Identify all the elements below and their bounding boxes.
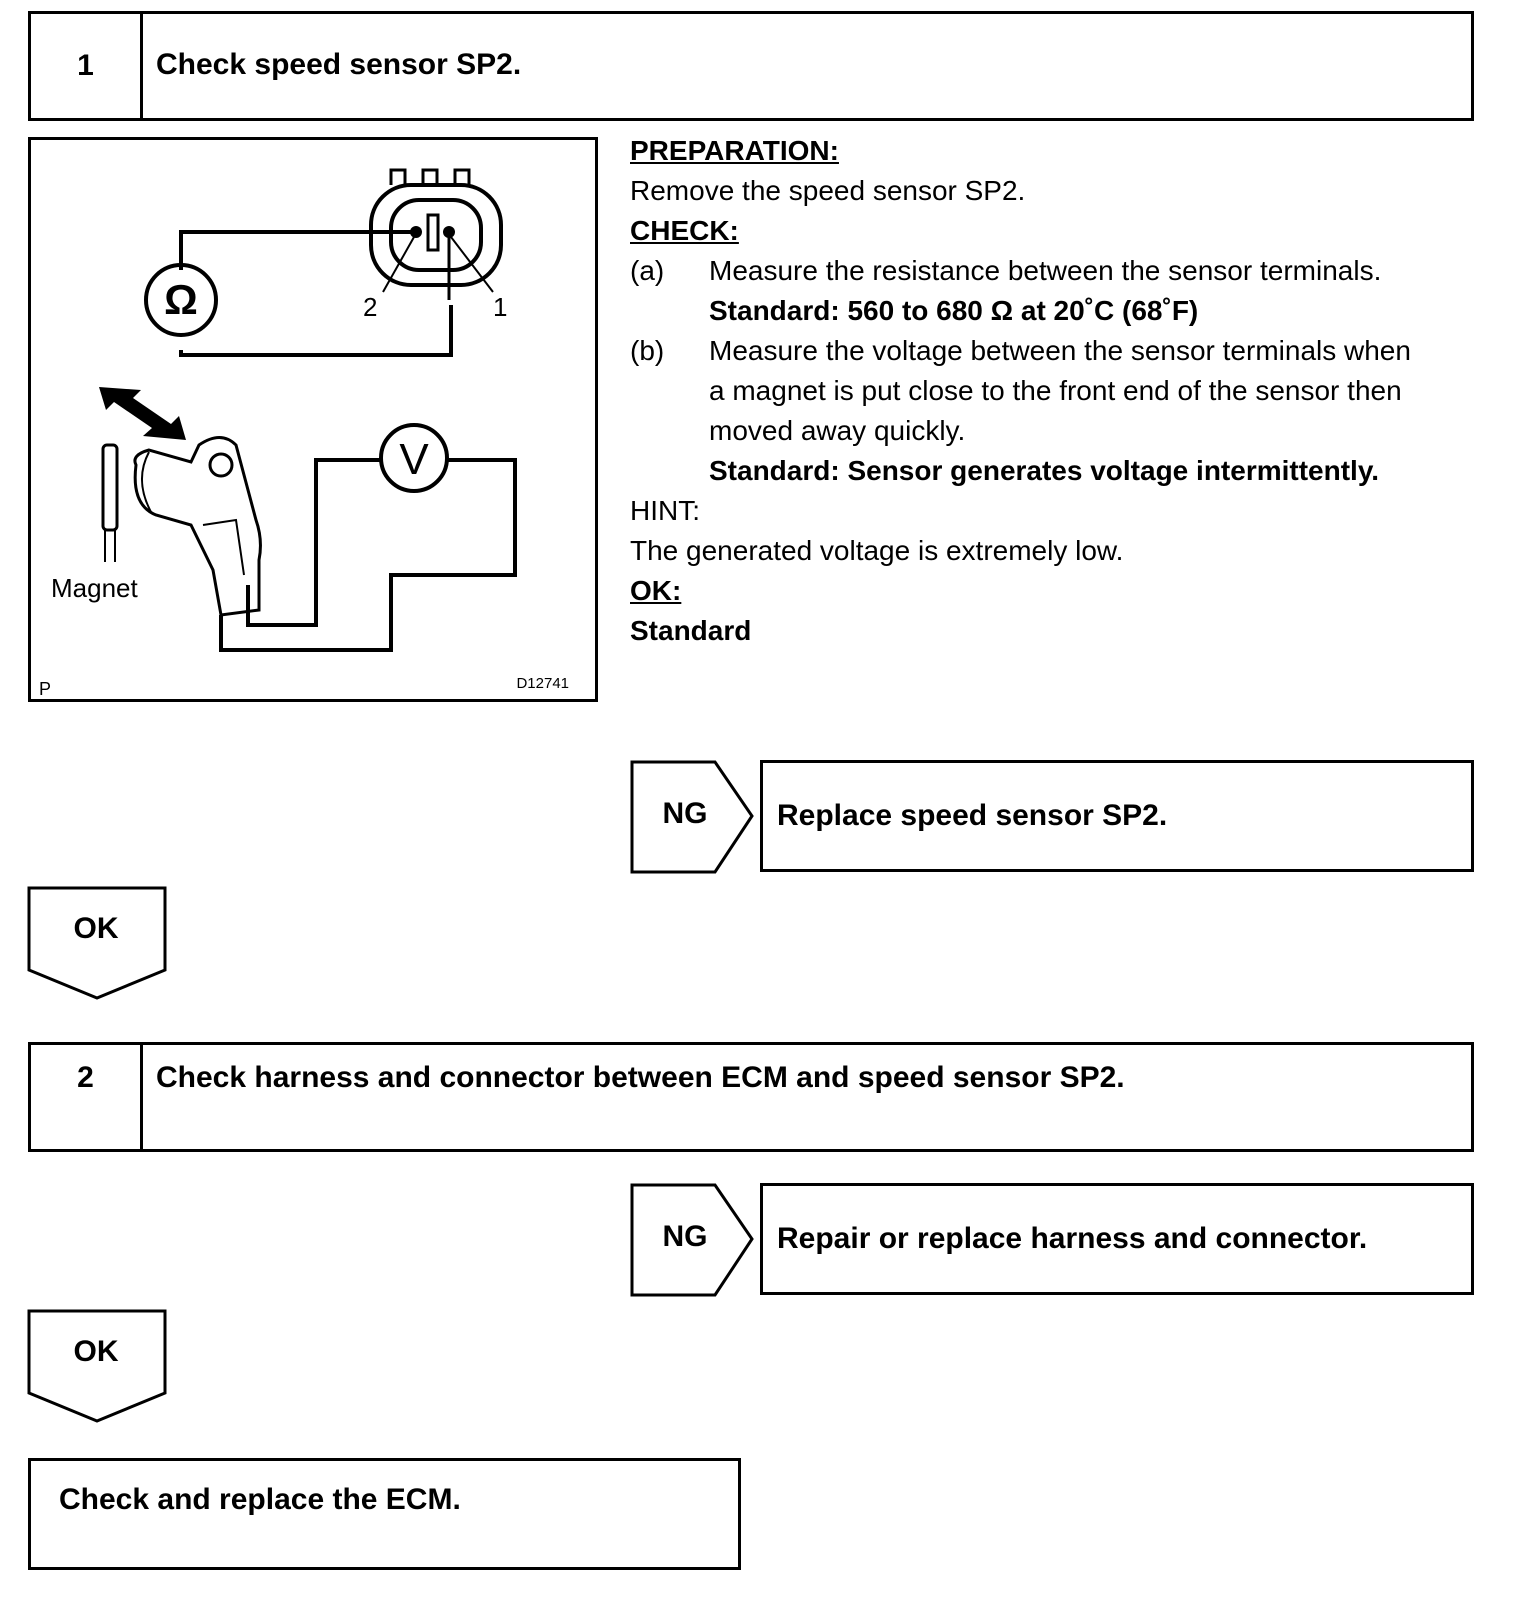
item-b-line-3: moved away quickly. (709, 415, 966, 446)
figure-code: D12741 (516, 675, 569, 692)
connector-inner (389, 198, 483, 272)
ok-heading: OK: (630, 575, 682, 606)
ng-action-box-1: Replace speed sensor SP2. (760, 760, 1474, 872)
ok-arrow-2 (27, 1309, 167, 1423)
check-heading: CHECK: (630, 215, 739, 246)
ng-arrow-1 (630, 760, 754, 874)
step-1-number: 1 (31, 14, 143, 118)
hint-heading: HINT: (630, 495, 700, 526)
step-1-header: 1 Check speed sensor SP2. (28, 11, 1474, 121)
preparation-heading: PREPARATION: (630, 135, 839, 166)
movement-arrow-icon (99, 387, 186, 440)
ok-label-2: OK (73, 1335, 119, 1368)
volt-symbol: V (399, 435, 429, 484)
item-a-marker: (a) (630, 255, 665, 286)
sensor-icon (133, 436, 262, 617)
step-2-header: 2 Check harness and connector between EC… (28, 1042, 1474, 1152)
sensor-diagram-drawing: 2 1 Ω V Magnet P D12741 (39, 168, 569, 699)
ohm-symbol: Ω (164, 276, 198, 323)
ng-action-box-2: Repair or replace harness and connector. (760, 1183, 1474, 1295)
ng-action-text-2: Repair or replace harness and connector. (777, 1222, 1368, 1255)
item-b-line-2: a magnet is put close to the front end o… (709, 375, 1402, 406)
item-b-standard: Standard: Sensor generates voltage inter… (709, 455, 1380, 486)
item-b-line-1: Measure the voltage between the sensor t… (709, 335, 1411, 366)
voltmeter-icon (379, 423, 449, 493)
item-b-marker: (b) (630, 335, 665, 366)
ng-arrow-2 (630, 1183, 754, 1297)
preparation-text: Remove the speed sensor SP2. (630, 175, 1026, 206)
ng-label-1: NG (662, 797, 708, 830)
step-2-title: Check harness and connector between ECM … (156, 1061, 1125, 1094)
item-a-standard: Standard: 560 to 680 Ω at 20˚C (68˚F) (709, 295, 1199, 326)
step-2-number: 2 (31, 1045, 143, 1149)
terminal-2-label: 2 (363, 292, 377, 322)
item-a-text: Measure the resistance between the senso… (709, 255, 1382, 286)
ng-label-2: NG (662, 1220, 708, 1253)
step-1-title: Check speed sensor SP2. (156, 48, 522, 81)
terminal-1-label: 1 (493, 292, 507, 322)
hint-text: The generated voltage is extremely low. (630, 535, 1124, 566)
ok-text: Standard (630, 615, 752, 646)
ohmmeter-icon (144, 263, 218, 337)
final-action-box: Check and replace the ECM. (28, 1458, 741, 1570)
ok-arrow-1 (27, 886, 167, 1000)
sensor-diagram: 2 1 Ω V Magnet P D12741 (28, 137, 598, 702)
ok-label-1: OK (73, 912, 119, 945)
final-action-text: Check and replace the ECM. (59, 1483, 461, 1516)
ng-action-text-1: Replace speed sensor SP2. (777, 799, 1168, 832)
magnet-label: Magnet (51, 573, 138, 603)
corner-mark: P (39, 679, 51, 699)
magnet-icon (101, 443, 119, 532)
